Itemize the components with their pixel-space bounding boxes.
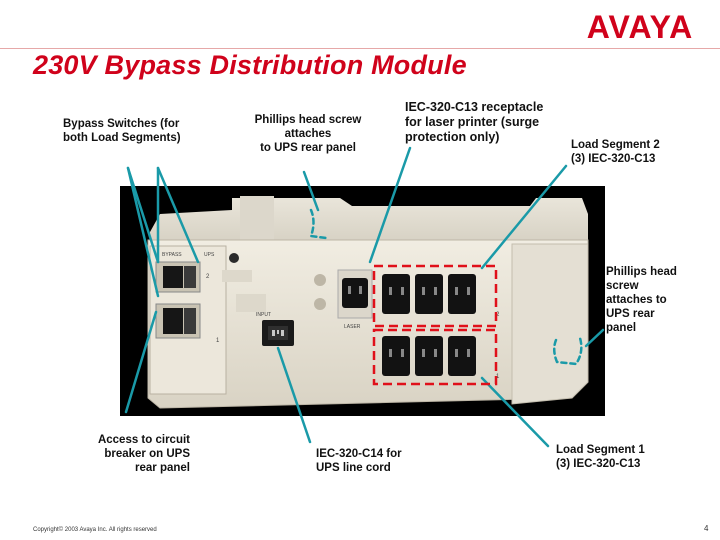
switch-1-number: 1 (216, 338, 220, 344)
callout-line-laser (368, 146, 412, 264)
segment-2-number: 2 (496, 312, 500, 318)
bypass-switch-2-rocker-side (184, 266, 196, 288)
slide-title: 230V Bypass Distribution Module (33, 50, 467, 80)
segment-1-number: 1 (496, 374, 500, 380)
bypass-label: BYPASS (162, 252, 182, 258)
callout-line-phillips-top (302, 170, 320, 212)
logo-text: AVAYA (587, 9, 693, 44)
switch-2-number: 2 (206, 274, 210, 280)
label-phillips-screw-right: Phillips head screw attaches to UPS rear… (606, 266, 677, 334)
callout-line-seg2 (480, 164, 568, 270)
load-segment-2-receptacles (382, 274, 476, 314)
bypass-switch-1-rocker-side (184, 308, 196, 334)
right-side-housing (511, 243, 589, 405)
load-segment-2-box (372, 264, 498, 328)
header-divider (0, 48, 720, 49)
callout-line-phillips-right (584, 328, 605, 348)
input-label: INPUT (256, 312, 271, 318)
bypass-switch-2-rocker (163, 266, 183, 288)
breaker-access-hole (229, 253, 239, 263)
load-segment-1-box (372, 328, 498, 386)
callout-line-bypass-4 (156, 166, 200, 264)
avaya-logo: AVAYA (587, 9, 693, 44)
label-load-segment-1: Load Segment 1 (3) IEC-320-C13 (556, 444, 645, 470)
printed-label-mpd (236, 294, 266, 312)
load-segment-1-receptacles (382, 336, 476, 376)
printed-label-ft (222, 270, 252, 282)
housing-tab (240, 196, 274, 246)
callout-line-c14 (276, 346, 312, 444)
label-circuit-breaker: Access to circuit breaker on UPS rear pa… (97, 434, 190, 474)
label-bypass-switches: Bypass Switches (for both Load Segments) (63, 118, 181, 144)
callout-line-seg1 (480, 376, 550, 448)
laser-label: LASER (344, 324, 361, 330)
screw-hole-center-top (314, 274, 326, 286)
ups-label: UPS (204, 252, 215, 258)
page-number: 4 (704, 524, 709, 533)
bypass-switch-1-rocker (163, 308, 183, 334)
screw-bracket-right (553, 336, 583, 366)
screw-hole-center-bottom (314, 298, 326, 310)
label-load-segment-2: Load Segment 2 (3) IEC-320-C13 (571, 139, 660, 165)
label-iec-c13-laser: IEC-320-C13 receptacle for laser printer… (405, 100, 544, 144)
label-iec-c14: IEC-320-C14 for UPS line cord (316, 448, 402, 474)
callout-line-bypass-1 (126, 166, 160, 264)
callout-line-bypass-2 (126, 166, 160, 298)
callout-line-breaker (124, 310, 158, 414)
label-phillips-screw-top: Phillips head screw attaches to UPS rear… (254, 114, 362, 154)
laser-receptacle (342, 278, 368, 308)
copyright-notice: Copyright© 2003 Avaya Inc. All rights re… (33, 527, 157, 533)
screw-bracket-top (309, 208, 328, 240)
